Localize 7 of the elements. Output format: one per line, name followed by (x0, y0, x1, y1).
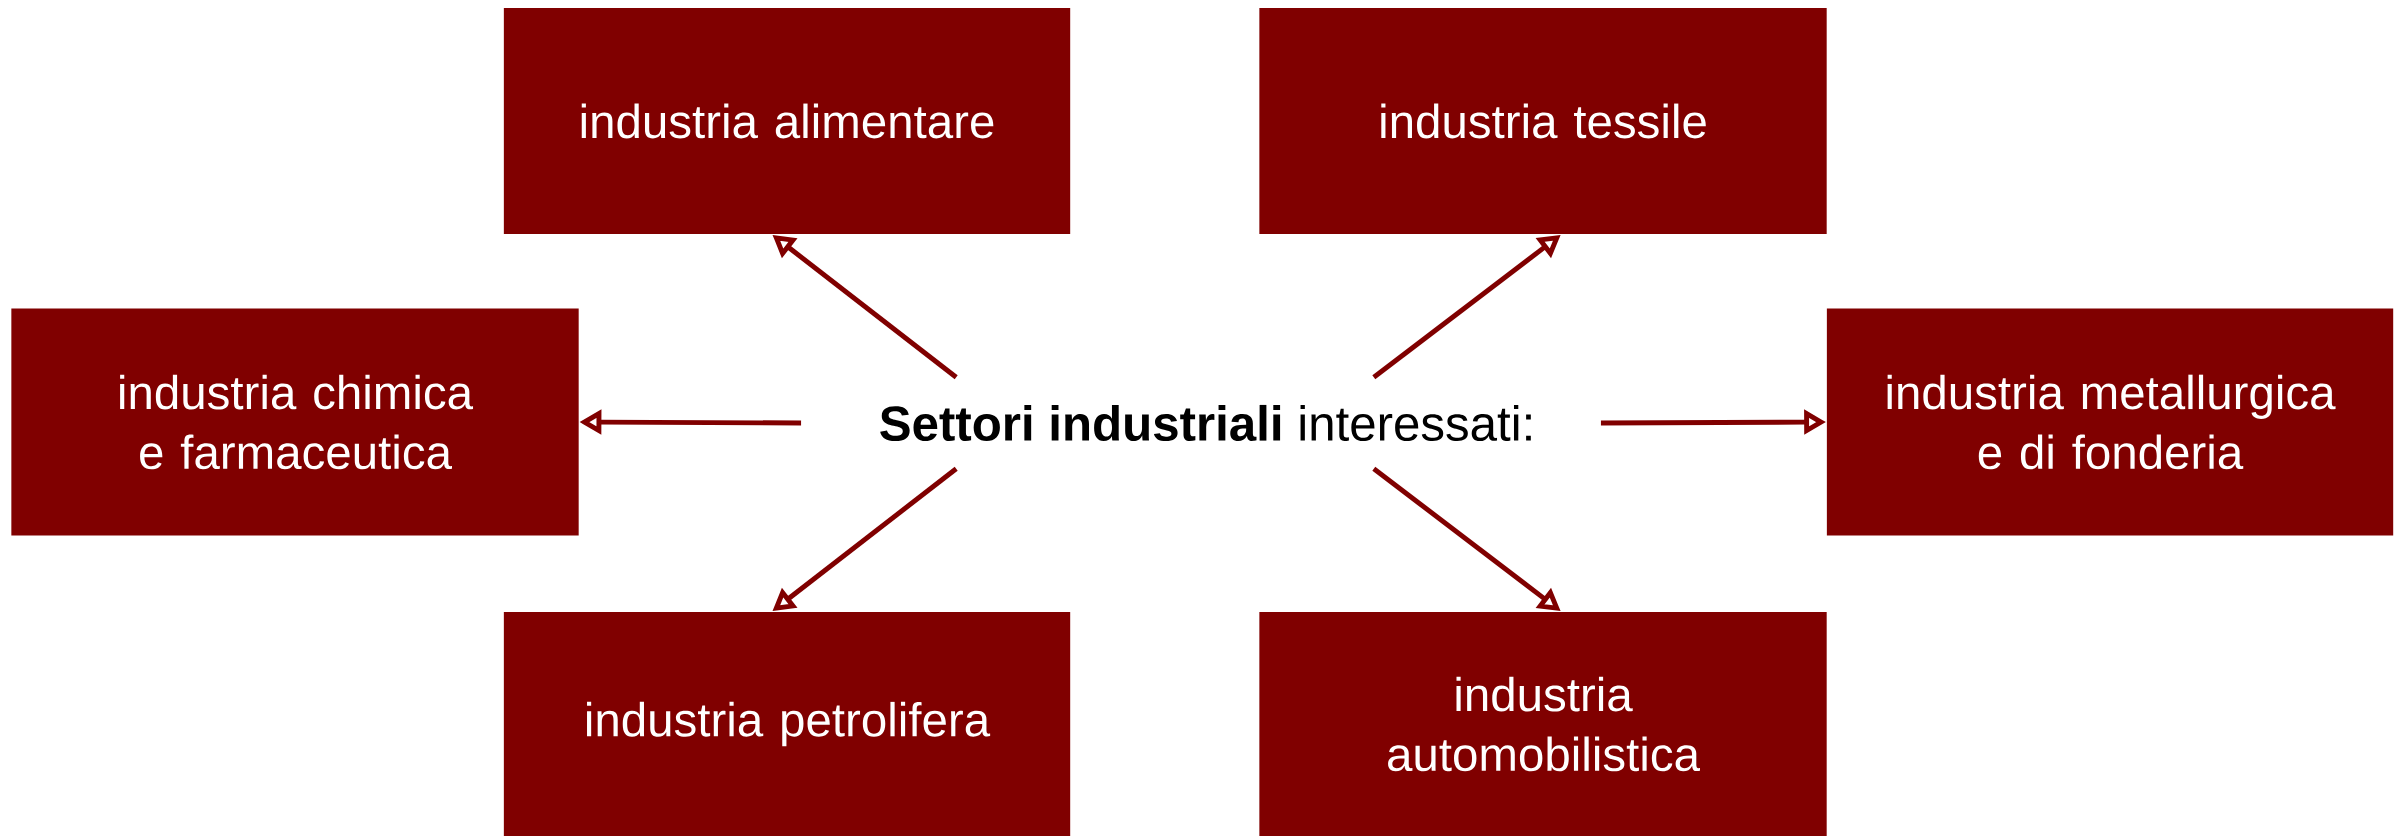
sector-box: industria automobilistica (1259, 611, 1827, 836)
sector-box: industria tessile (1259, 7, 1827, 235)
sector-box: industria metallurgica e di fonderia (1826, 308, 2394, 536)
sector-box: industria chimica e farmaceutica (11, 308, 579, 536)
sector-box: industria petrolifera (503, 611, 1071, 836)
sector-box: industria alimentare (503, 7, 1071, 235)
heading-text: Settori industriali interessati: (880, 404, 1531, 442)
